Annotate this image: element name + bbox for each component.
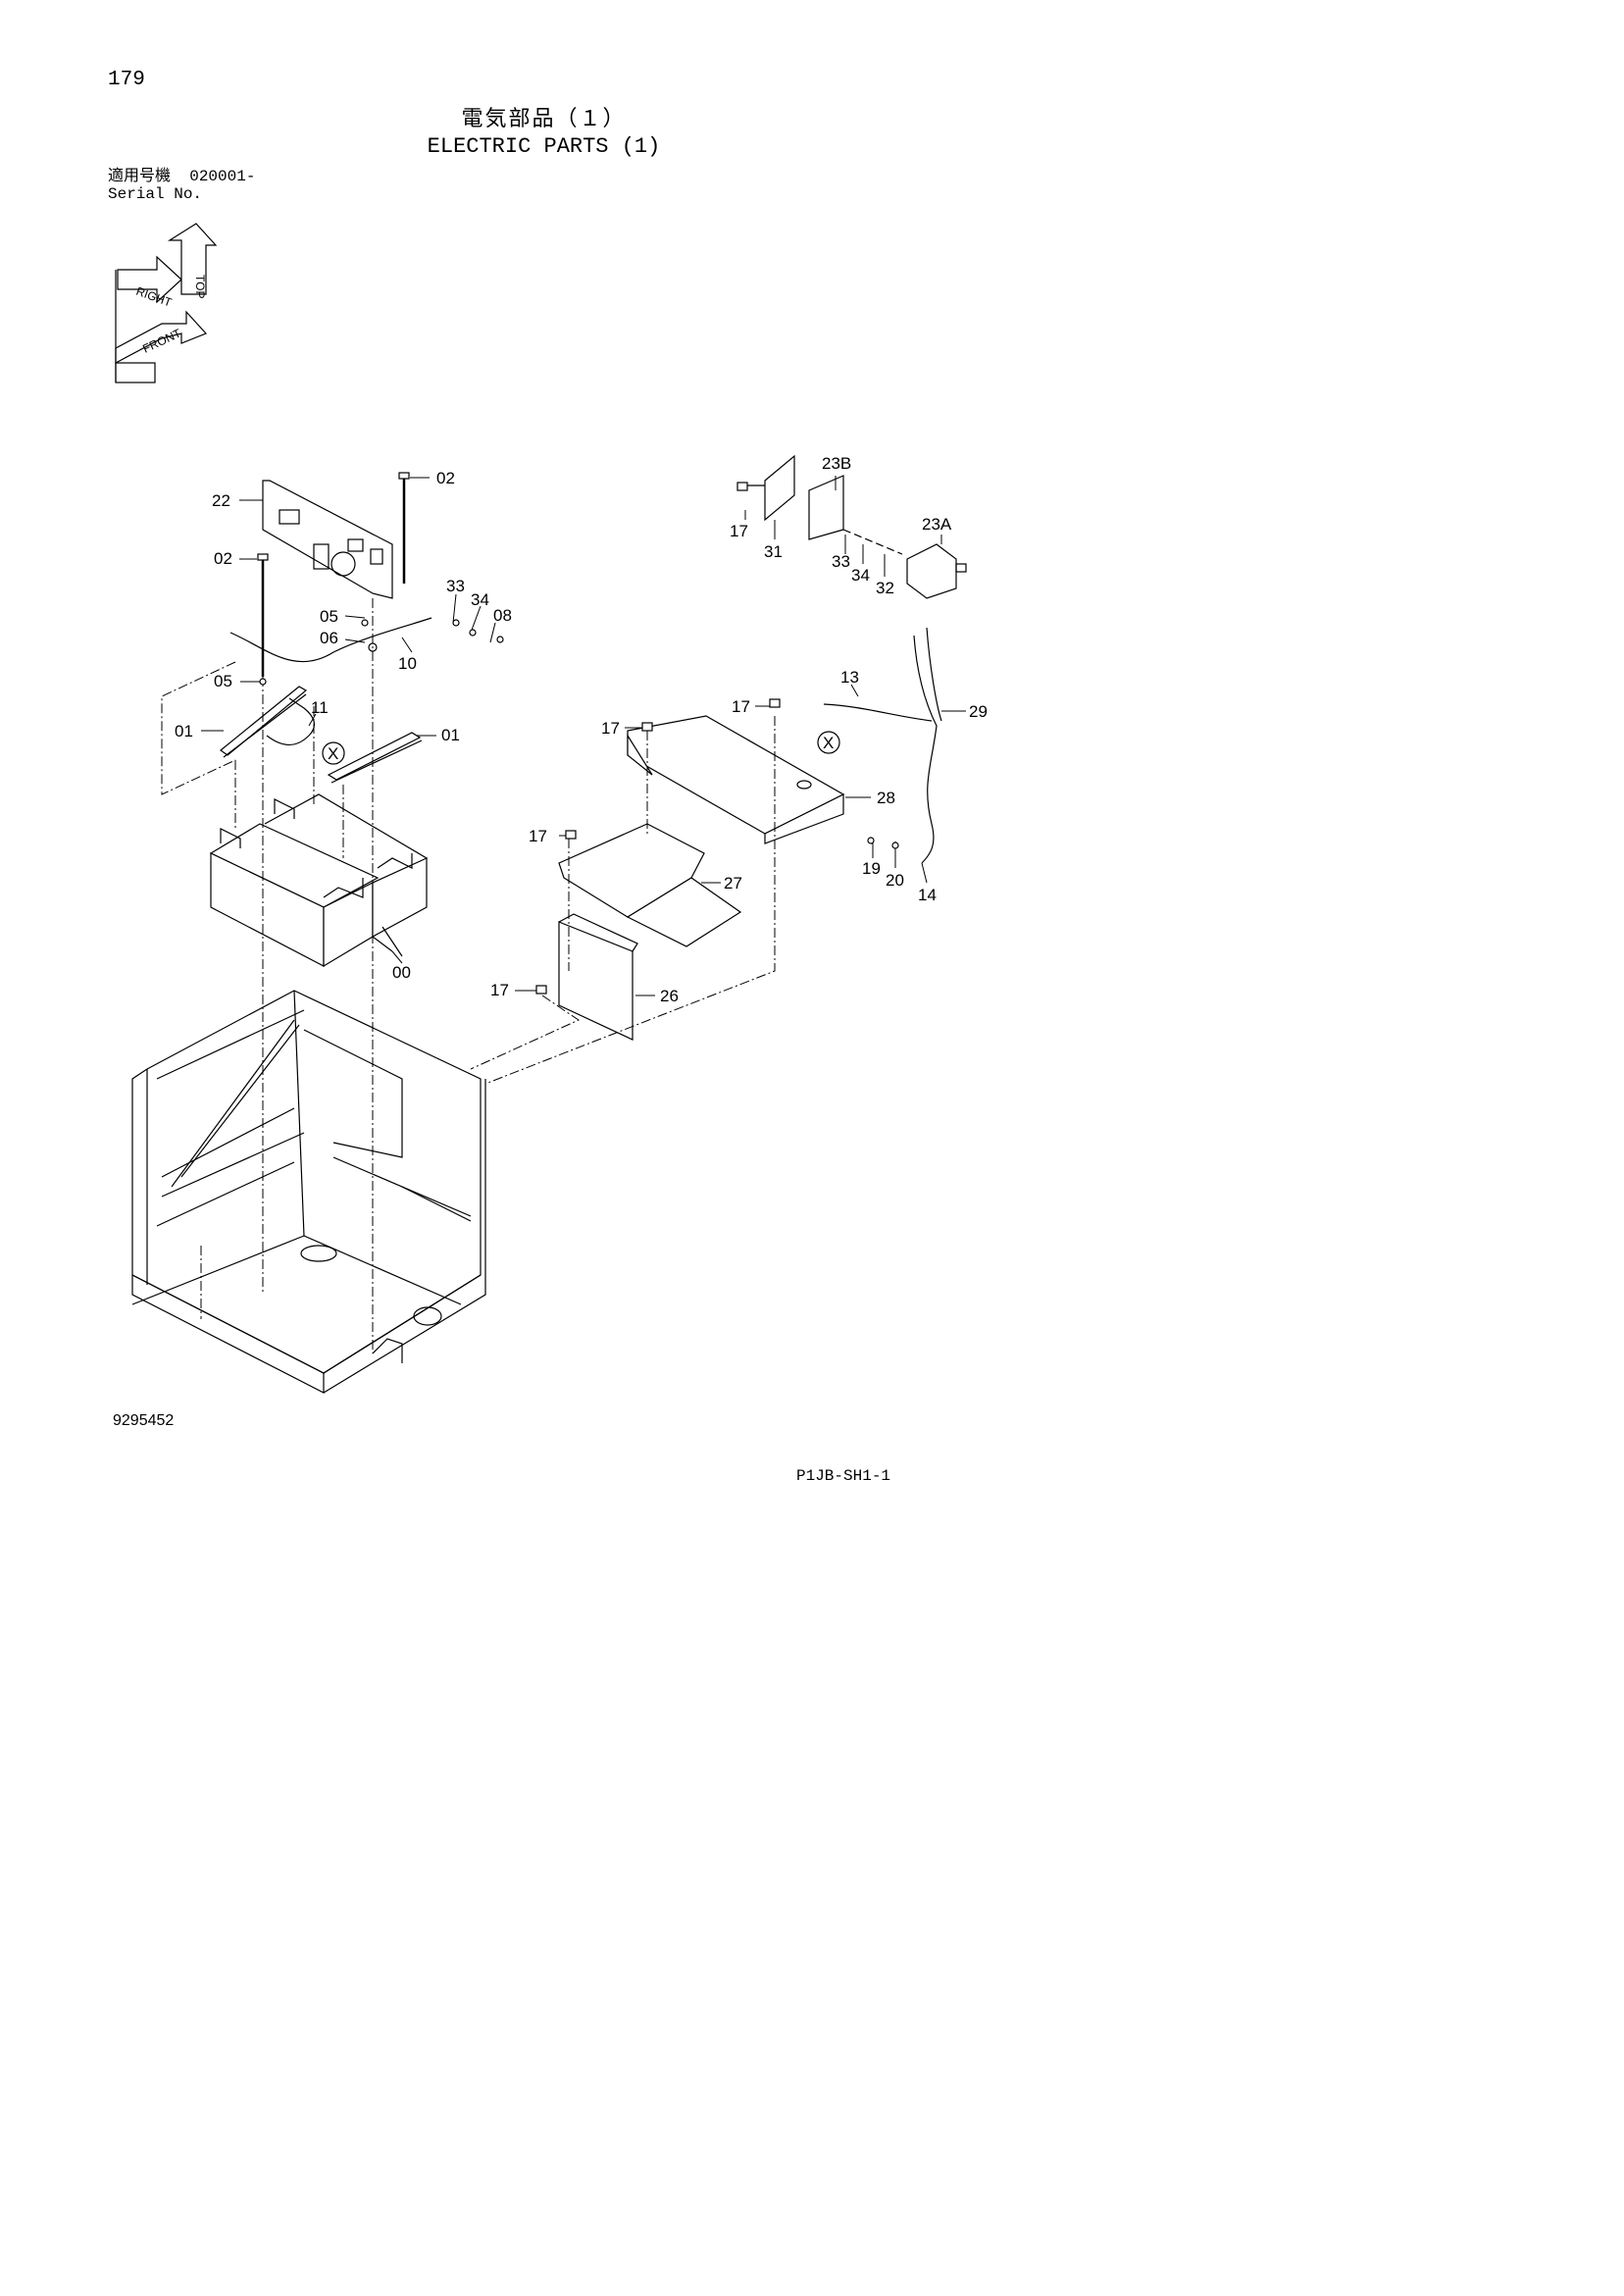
callout-x-b: X: [823, 734, 834, 752]
callout-01b: 01: [441, 726, 460, 744]
cable-10: [229, 617, 432, 663]
callout-13: 13: [840, 668, 859, 687]
bolts: [257, 472, 899, 995]
callout-10: 10: [398, 654, 417, 673]
callout-22: 22: [212, 491, 230, 510]
callout-19: 19: [862, 859, 881, 878]
callout-20: 20: [886, 871, 904, 890]
callout-31: 31: [764, 542, 783, 561]
callout-01a: 01: [175, 722, 193, 740]
serial-label-english: Serial No.: [108, 185, 203, 203]
callout-23A: 23A: [922, 515, 952, 534]
callout-27: 27: [724, 874, 742, 893]
callout-05a: 05: [320, 607, 338, 626]
sheet-code: P1JB-SH1-1: [796, 1467, 891, 1485]
callout-28: 28: [877, 789, 895, 807]
callout-29: 29: [969, 702, 988, 721]
cover-28: [627, 715, 845, 844]
cable-13-14-29: [823, 627, 942, 864]
bracket-26: [558, 913, 638, 1041]
callout-02b: 02: [214, 549, 232, 568]
battery-box-frame: [131, 990, 486, 1394]
battery-group: [209, 793, 429, 968]
relay-23A: [906, 543, 967, 599]
callout-17d: 17: [529, 827, 547, 845]
cable-11: [266, 697, 316, 745]
page-title-japanese: 電気部品（１）: [461, 107, 627, 131]
serial-value: 020001-: [189, 168, 256, 185]
assembly-lines: [161, 598, 776, 1353]
callout-23B: 23B: [822, 454, 851, 473]
exploded-parts-diagram: TOP RIGHT FRONT: [115, 223, 988, 1394]
callout-02a: 02: [436, 469, 455, 487]
callout-34a: 34: [471, 590, 489, 609]
callout-33a: 33: [446, 577, 465, 595]
callout-00: 00: [392, 963, 411, 982]
callout-11: 11: [311, 698, 329, 717]
callout-14: 14: [918, 886, 937, 904]
orientation-indicator: TOP RIGHT FRONT: [115, 223, 218, 383]
callout-17a: 17: [730, 522, 748, 540]
serial-info: 適用号機 020001- Serial No.: [108, 166, 256, 204]
document-number: 9295452: [113, 1412, 175, 1429]
plate-27: [558, 823, 742, 947]
callout-34b: 34: [851, 566, 870, 585]
callout-17b: 17: [732, 697, 750, 716]
callout-17c: 17: [601, 719, 620, 738]
callout-06: 06: [320, 629, 338, 647]
page-number: 179: [108, 69, 145, 91]
callout-32: 32: [876, 579, 894, 597]
callout-17e: 17: [490, 981, 509, 999]
callout-08: 08: [493, 606, 512, 625]
callout-labels: 02 22 02 05 06 10 33 34 08 05 01 11 01 X…: [175, 454, 988, 1005]
callout-33b: 33: [832, 552, 850, 571]
fuse-board-22: [262, 480, 393, 599]
orientation-top-label: TOP: [193, 275, 207, 298]
callout-05b: 05: [214, 672, 232, 690]
callout-26: 26: [660, 987, 679, 1005]
leader-lines: [201, 476, 966, 996]
serial-label-japanese: 適用号機: [108, 166, 172, 184]
callout-x-a: X: [328, 744, 338, 763]
page-title-english: ELECTRIC PARTS (1): [427, 134, 661, 159]
